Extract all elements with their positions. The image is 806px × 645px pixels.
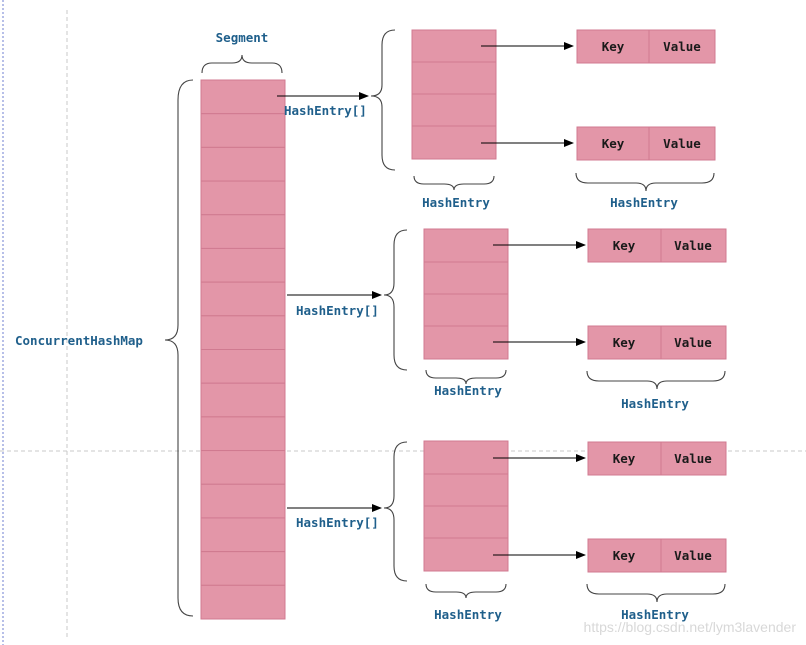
hashentry-label-2: HashEntry (434, 383, 502, 398)
value-label: Value (674, 238, 712, 253)
hashentry-cell (423, 505, 509, 539)
concurrenthashmap-brace (164, 79, 194, 617)
hashentry-table-3 (423, 440, 509, 572)
hashentry-brace-3 (425, 583, 507, 599)
hashentry-cell (423, 293, 509, 327)
segment-cell (200, 247, 286, 283)
segment-cell (200, 180, 286, 216)
hashentry-cell (423, 473, 509, 507)
hashentry-label-1: HashEntry (422, 195, 490, 210)
key-label: Key (602, 39, 625, 54)
segment-cell (200, 281, 286, 317)
hashentry-brace-2 (425, 369, 507, 385)
segment-cell (200, 382, 286, 418)
segment-cell (200, 584, 286, 620)
value-label: Value (674, 335, 712, 350)
key-value-pair: Key Value (587, 325, 727, 360)
key-cell (587, 228, 662, 263)
hashentry-label-3: HashEntry (434, 607, 502, 622)
value-label: Value (674, 451, 712, 466)
value-cell (660, 325, 727, 360)
segment-brace (201, 54, 283, 74)
key-label: Key (613, 335, 636, 350)
key-value-pair: Key Value (587, 538, 727, 573)
value-cell (660, 538, 727, 573)
segment-cell (200, 146, 286, 182)
segment-cell (200, 79, 286, 115)
segment-label: Segment (216, 30, 269, 45)
segment-cell (200, 315, 286, 350)
hashentry-table-brace-3 (383, 441, 408, 582)
key-label: Key (602, 136, 625, 151)
hashentry-table-brace-2 (383, 229, 408, 371)
kv-brace-2 (586, 370, 726, 390)
hashentry-table-1 (411, 29, 497, 160)
segment-cell (200, 517, 286, 553)
hashentry-table-brace-1 (370, 29, 396, 171)
value-cell (660, 228, 727, 263)
hashentry-array-label-3: HashEntry[] (296, 515, 379, 530)
value-label: Value (674, 548, 712, 563)
key-cell (587, 441, 662, 476)
hashentry-cell (411, 61, 497, 95)
value-cell (648, 29, 716, 64)
segment-cell (200, 483, 286, 519)
hashentry-array-label-1: HashEntry[] (284, 103, 367, 118)
value-cell (660, 441, 727, 476)
hashentry-cell (423, 261, 509, 295)
hashentry-cell (411, 93, 497, 127)
value-label: Value (663, 39, 701, 54)
kv-hashentry-label-2: HashEntry (621, 396, 689, 411)
key-value-pair: Key Value (587, 228, 727, 263)
hashentry-array-label-2: HashEntry[] (296, 303, 379, 318)
key-cell (587, 538, 662, 573)
kv-hashentry-label-3: HashEntry (621, 607, 689, 622)
segment-cell (200, 113, 286, 148)
segment-cell (200, 214, 286, 249)
segment-cell (200, 450, 286, 485)
key-value-pair: Key Value (576, 126, 716, 161)
key-cell (576, 29, 650, 64)
segment-array (200, 79, 286, 620)
concurrenthashmap-label: ConcurrentHashMap (15, 333, 143, 348)
key-value-pair: Key Value (587, 441, 727, 476)
key-label: Key (613, 548, 636, 563)
hashentry-brace-1 (413, 175, 495, 191)
value-cell (648, 126, 716, 161)
hashentry-table-2 (423, 228, 509, 360)
kv-brace-3 (586, 583, 726, 603)
kv-brace-1 (575, 172, 715, 192)
key-value-pair: Key Value (576, 29, 716, 64)
key-cell (576, 126, 650, 161)
value-label: Value (663, 136, 701, 151)
key-label: Key (613, 451, 636, 466)
watermark-text: https://blog.csdn.net/lym3lavender (584, 619, 797, 635)
segment-cell (200, 416, 286, 452)
key-cell (587, 325, 662, 360)
kv-hashentry-label-1: HashEntry (610, 195, 678, 210)
segment-cell (200, 349, 286, 384)
segment-cell (200, 551, 286, 586)
key-label: Key (613, 238, 636, 253)
